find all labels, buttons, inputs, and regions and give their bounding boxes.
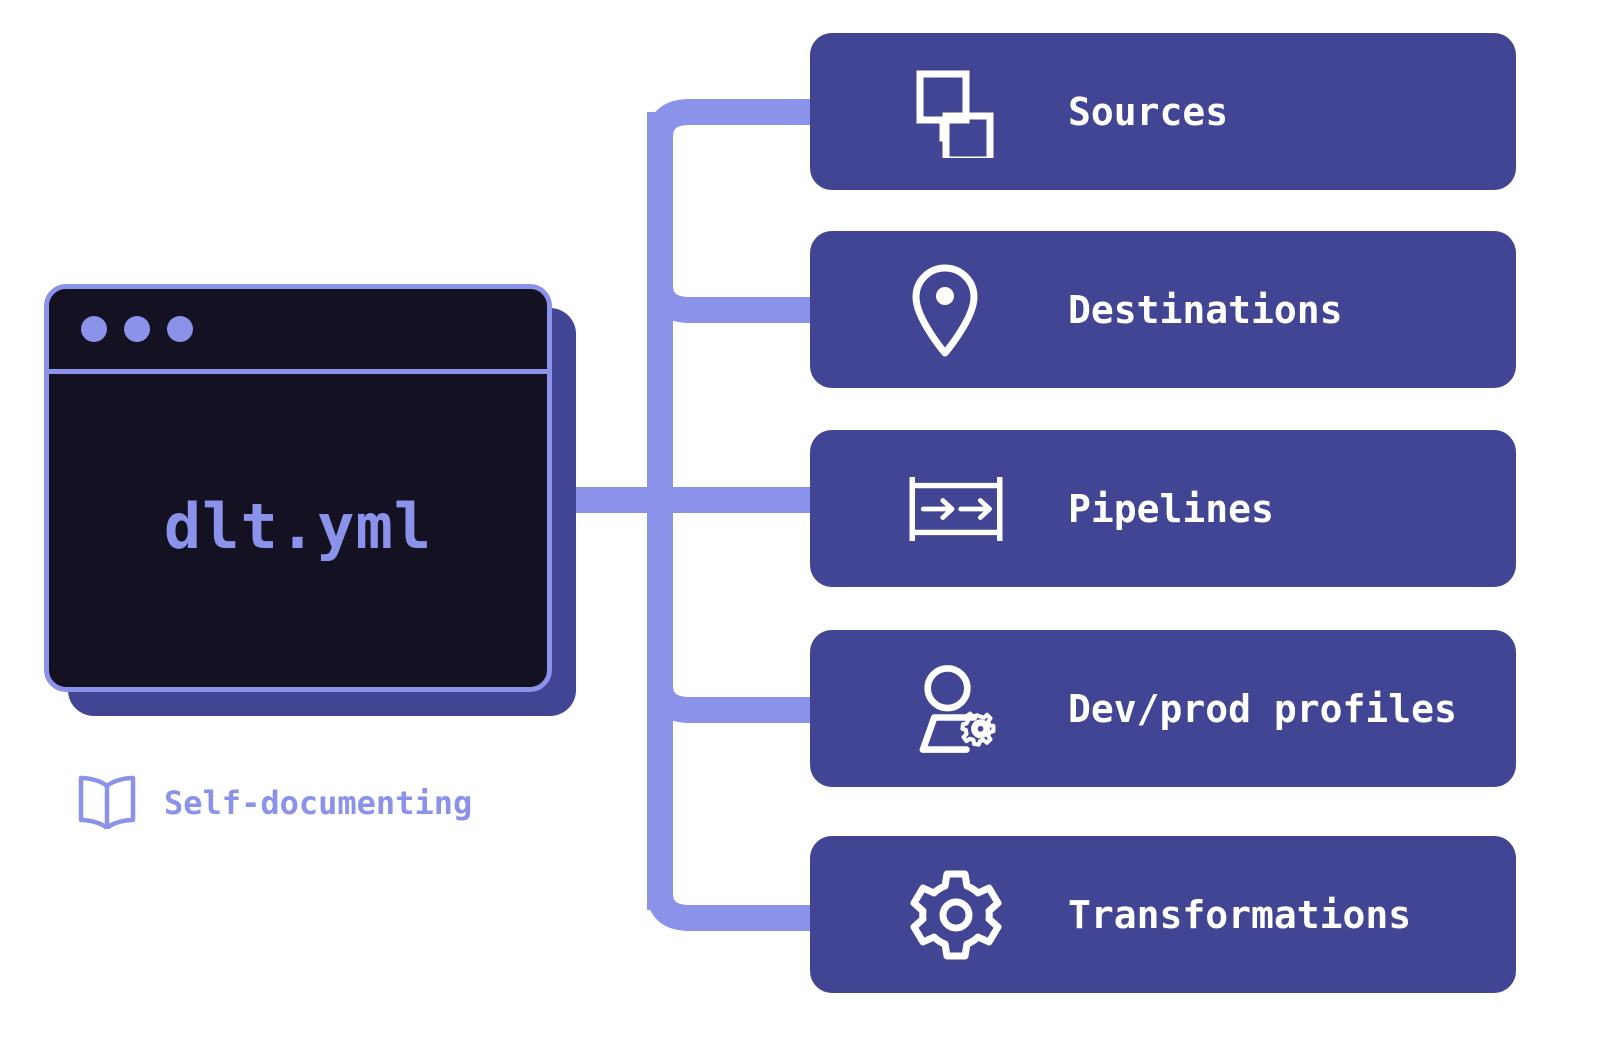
terminal-window[interactable]: dlt.yml (44, 284, 552, 692)
pipeline-icon (906, 464, 1006, 554)
user-gear-icon (906, 661, 1006, 757)
window-dot-maximize-icon[interactable] (167, 316, 193, 342)
terminal-titlebar (49, 289, 547, 374)
self-documenting-label: Self-documenting (164, 784, 473, 822)
card-destinations[interactable]: Destinations (810, 231, 1516, 388)
card-label: Destinations (1068, 287, 1343, 332)
card-label: Sources (1068, 89, 1229, 134)
open-book-icon (76, 773, 138, 833)
connector-branch-sources (647, 99, 812, 150)
connector-branch-destinations (647, 270, 812, 323)
window-dot-close-icon[interactable] (81, 316, 107, 342)
connector-branch-devprod (647, 670, 812, 723)
card-sources[interactable]: Sources (810, 33, 1516, 190)
terminal-body: dlt.yml (49, 374, 547, 687)
card-label: Dev/prod profiles (1068, 686, 1457, 731)
self-documenting-caption: Self-documenting (76, 773, 472, 833)
card-transformations[interactable]: Transformations (810, 836, 1516, 993)
connector-branch-transformations (647, 880, 812, 931)
terminal-filename: dlt.yml (163, 489, 433, 563)
card-label: Pipelines (1068, 486, 1274, 531)
card-label: Transformations (1068, 892, 1412, 937)
card-dev-prod-profiles[interactable]: Dev/prod profiles (810, 630, 1516, 787)
map-pin-icon (906, 262, 1006, 358)
gear-icon (906, 865, 1006, 965)
nodes-icon (906, 66, 1006, 158)
card-pipelines[interactable]: Pipelines (810, 430, 1516, 587)
window-dot-minimize-icon[interactable] (124, 316, 150, 342)
